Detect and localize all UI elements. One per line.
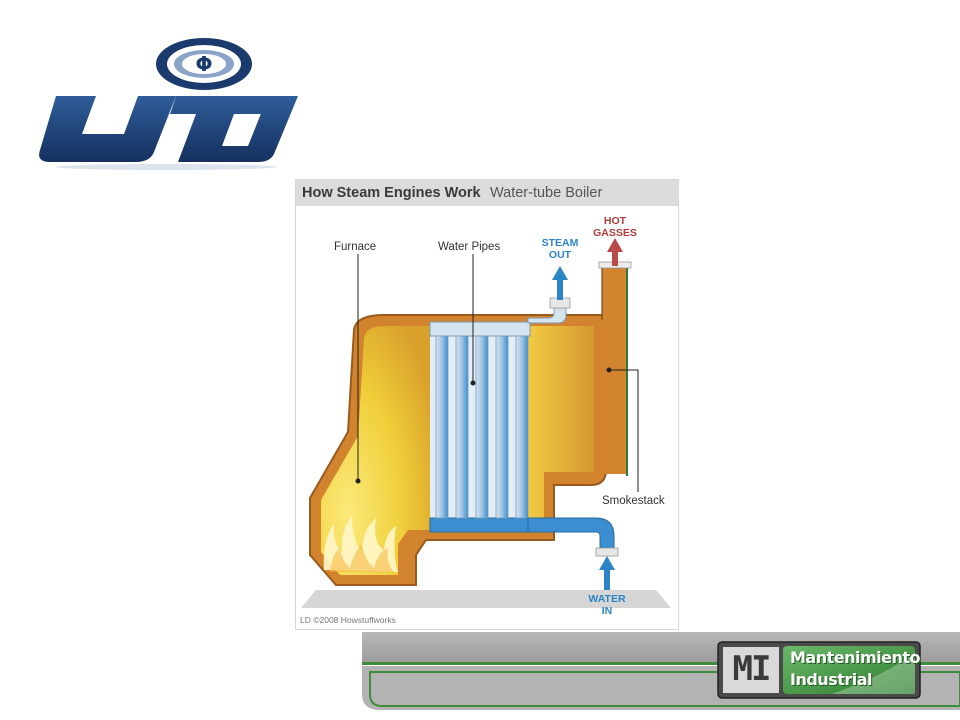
mi-badge-letters: MI — [732, 649, 772, 689]
footer-banner-graphic — [362, 632, 960, 710]
emblem-symbol: Φ — [195, 52, 212, 76]
label-hot-gasses-line1: HOT — [604, 215, 627, 227]
smokestack — [598, 261, 632, 476]
label-furnace: Furnace — [334, 241, 376, 253]
mi-badge-icon — [717, 641, 921, 699]
water-pipes — [429, 321, 531, 533]
hot-gasses-arrow-icon — [607, 238, 623, 266]
footer-title-line1: Mantenimiento — [790, 648, 921, 667]
wordmark-graphic — [39, 96, 298, 162]
footer-banner: MI Mantenimiento Industrial — [362, 632, 960, 712]
footer-title-line2: Industrial — [790, 670, 873, 689]
emblem-icon — [156, 38, 252, 90]
label-smokestack: Smokestack — [602, 495, 665, 507]
label-hot-gasses-line2: GASSES — [593, 227, 637, 239]
diagram-title: How Steam Engines Work — [302, 185, 481, 201]
water-in-arrow-icon — [599, 556, 615, 590]
label-steam-out-line1: STEAM — [542, 237, 579, 249]
label-water-in-line2: IN — [602, 605, 613, 617]
utj-logo-graphic: Φ — [39, 38, 298, 170]
boiler-diagram: Furnace Water Pipes STEAM OUT HOT GASSES… — [295, 179, 679, 630]
diagram-header: How Steam Engines Work Water-tube Boiler — [296, 180, 678, 206]
diagram-subtitle: Water-tube Boiler — [490, 185, 603, 201]
ground-shadow — [301, 590, 671, 608]
label-water-pipes: Water Pipes — [438, 241, 500, 253]
steam-out-arrow-icon — [552, 266, 568, 300]
diagram-credit: LD ©2008 Howstuffworks — [300, 615, 396, 625]
gas-chamber — [528, 326, 594, 530]
steam-pipe — [527, 297, 571, 324]
label-steam-out-line2: OUT — [549, 249, 572, 261]
furnace-chamber — [321, 326, 430, 575]
label-water-in-line1: WATER — [588, 593, 626, 605]
boiler-illustration: Furnace Water Pipes STEAM OUT HOT GASSES… — [301, 215, 671, 617]
utj-logo: Φ — [36, 34, 300, 170]
leader-lines — [355, 254, 639, 492]
